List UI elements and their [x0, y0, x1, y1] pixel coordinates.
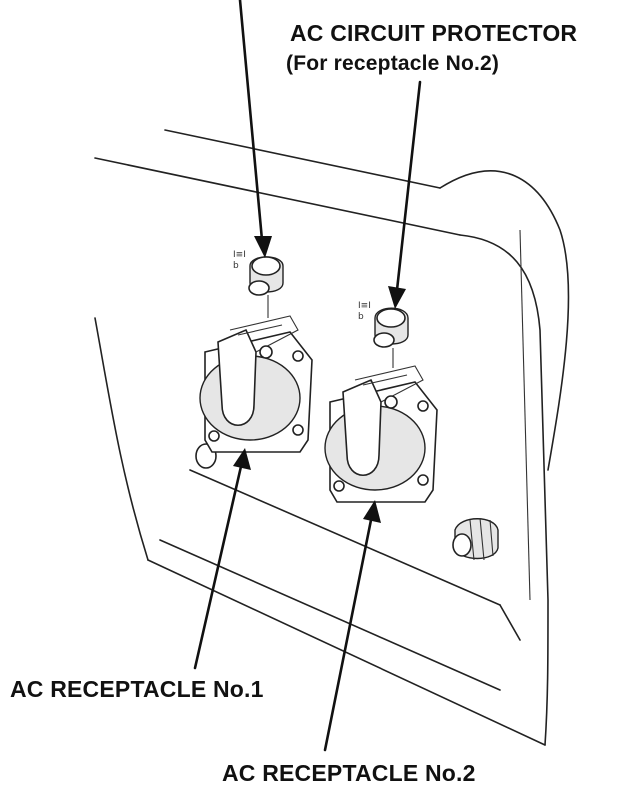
- housing-top-edge: [94, 157, 461, 236]
- leader-receptacle-2: [323, 500, 381, 752]
- receptacle-1-drawing: [199, 315, 313, 453]
- receptacle-1-label: AC RECEPTACLE No.1: [10, 676, 264, 702]
- panel-seam: [519, 229, 531, 601]
- protector-2-title: AC CIRCUIT PROTECTOR: [290, 20, 578, 46]
- circuit-protector-2-drawing: I≡I b: [358, 301, 409, 368]
- receptacle-2-drawing: [324, 365, 438, 503]
- svg-text:b: b: [233, 261, 239, 271]
- housing-right-body: [459, 234, 549, 746]
- housing-inner-bottom: [159, 539, 501, 691]
- housing-right-curve: [439, 170, 570, 471]
- housing-top-edge-2: [164, 129, 441, 189]
- leader-receptacle-1: [193, 448, 251, 670]
- receptacle-2-label: AC RECEPTACLE No.2: [222, 760, 476, 786]
- svg-text:I≡I: I≡I: [358, 301, 371, 311]
- housing-left-edge: [94, 317, 149, 561]
- leader-protector-2: [388, 80, 422, 309]
- svg-text:I≡I: I≡I: [233, 250, 246, 260]
- housing-lower-right: [499, 604, 521, 641]
- panel-bottom-line: [189, 469, 501, 606]
- protector-2-subtitle: (For receptacle No.2): [286, 52, 500, 75]
- housing-bottom-edge: [147, 559, 546, 746]
- terminal-knob-drawing: [452, 517, 499, 561]
- svg-text:b: b: [358, 312, 364, 322]
- leader-protector-1: [238, 0, 272, 258]
- circuit-protector-1-drawing: I≡I b: [233, 250, 284, 318]
